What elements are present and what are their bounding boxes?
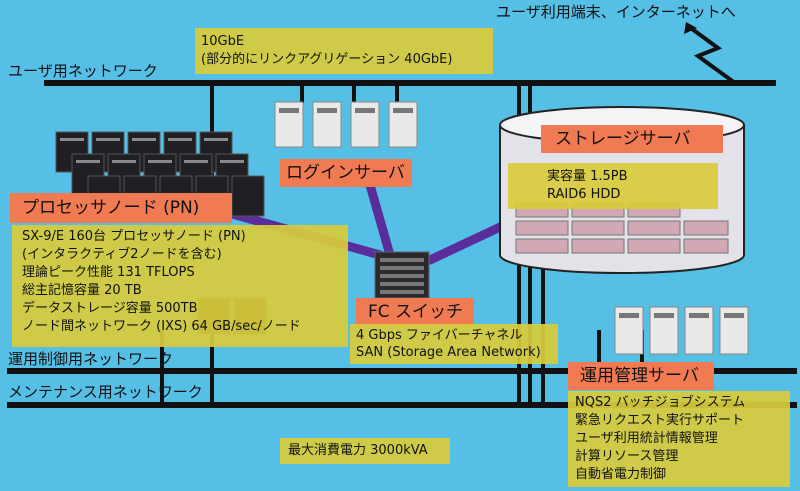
pn-spec-line-6: ノード間ネットワーク (IXS) 64 GB/sec/ノード <box>22 319 301 334</box>
ops-spec-line-3: ユーザ利用統計情報管理 <box>575 431 718 446</box>
user-network-line <box>44 80 776 86</box>
control-network-line <box>7 368 797 374</box>
ops-spec-line-5: 自動省電力制御 <box>575 467 667 482</box>
storage-server-title-box <box>541 125 723 153</box>
pn-spec-line-3: 理論ピーク性能 131 TFLOPS <box>22 265 195 280</box>
ops-spec-line-1: NQS2 バッチジョブシステム <box>575 395 746 410</box>
fc-switch-spec-line-1: 4 Gbps ファイバーチャネル <box>356 328 523 343</box>
maintenance-network-line <box>7 402 797 408</box>
lightning-bolt-icon <box>686 24 737 85</box>
ops-spec-box <box>568 391 790 487</box>
user-network-label: ユーザ用ネットワーク <box>8 62 158 80</box>
drop-pn-ctl <box>160 330 164 408</box>
pn-spec-line-1: SX-9/E 160台 プロセッサノード (PN) <box>22 229 246 244</box>
drop-login-a <box>300 83 304 103</box>
fc-link-login <box>365 180 395 260</box>
storage-spec-box <box>508 163 718 209</box>
server-tower-icon <box>614 306 749 355</box>
power-note: 最大消費電力 3000kVA <box>288 443 428 458</box>
login-server-title-box <box>280 159 412 187</box>
control-network-label: 運用制御用ネットワーク <box>8 350 174 368</box>
ops-spec-line-4: 計算リソース管理 <box>575 449 679 464</box>
fc-switch-title-box <box>356 298 474 326</box>
storage-server-title: ストレージサーバ <box>555 129 691 149</box>
ops-server-title-box <box>568 362 714 390</box>
ops-server-title: 運用管理サーバ <box>580 366 699 386</box>
drop-ops-a <box>597 330 601 375</box>
uplink-note-box <box>195 28 493 74</box>
drop-pn-ctl2 <box>210 330 214 408</box>
fc-switch-spec-box <box>350 324 558 364</box>
pn-spec-box <box>12 225 348 347</box>
pn-title: プロセッサノード (PN) <box>22 198 200 218</box>
login-server-title: ログインサーバ <box>286 163 405 183</box>
fc-switch-title: FC スイッチ <box>368 302 464 322</box>
server-tower-icon <box>274 101 418 148</box>
fc-switch-spec-line-2: SAN (Storage Area Network) <box>356 345 541 360</box>
pn-spec-line-4: 総主記憶容量 20 TB <box>22 283 142 298</box>
drop-login-b <box>352 83 356 103</box>
storage-spec-line-1: 実容量 1.5PB <box>547 169 628 184</box>
maintenance-network-label: メンテナンス用ネットワーク <box>8 383 203 401</box>
storage-spec-line-2: RAID6 HDD <box>547 187 621 202</box>
power-note-box <box>280 438 450 464</box>
uplink-note-line-2: (部分的にリンクアグリゲーション 40GbE) <box>201 52 453 67</box>
pn-spec-line-5: データストレージ容量 500TB <box>22 301 198 316</box>
ops-spec-line-2: 緊急リクエスト実行サポート <box>575 413 745 428</box>
pn-spec-line-2: (インタラクティブ2ノードを含む) <box>22 247 222 262</box>
internet-label: ユーザ利用端末、インターネットへ <box>496 3 736 21</box>
drop-login-c <box>395 83 399 103</box>
pn-title-box <box>10 193 232 223</box>
uplink-note-line-1: 10GbE <box>201 34 245 49</box>
fc-switch-icon <box>374 251 430 299</box>
